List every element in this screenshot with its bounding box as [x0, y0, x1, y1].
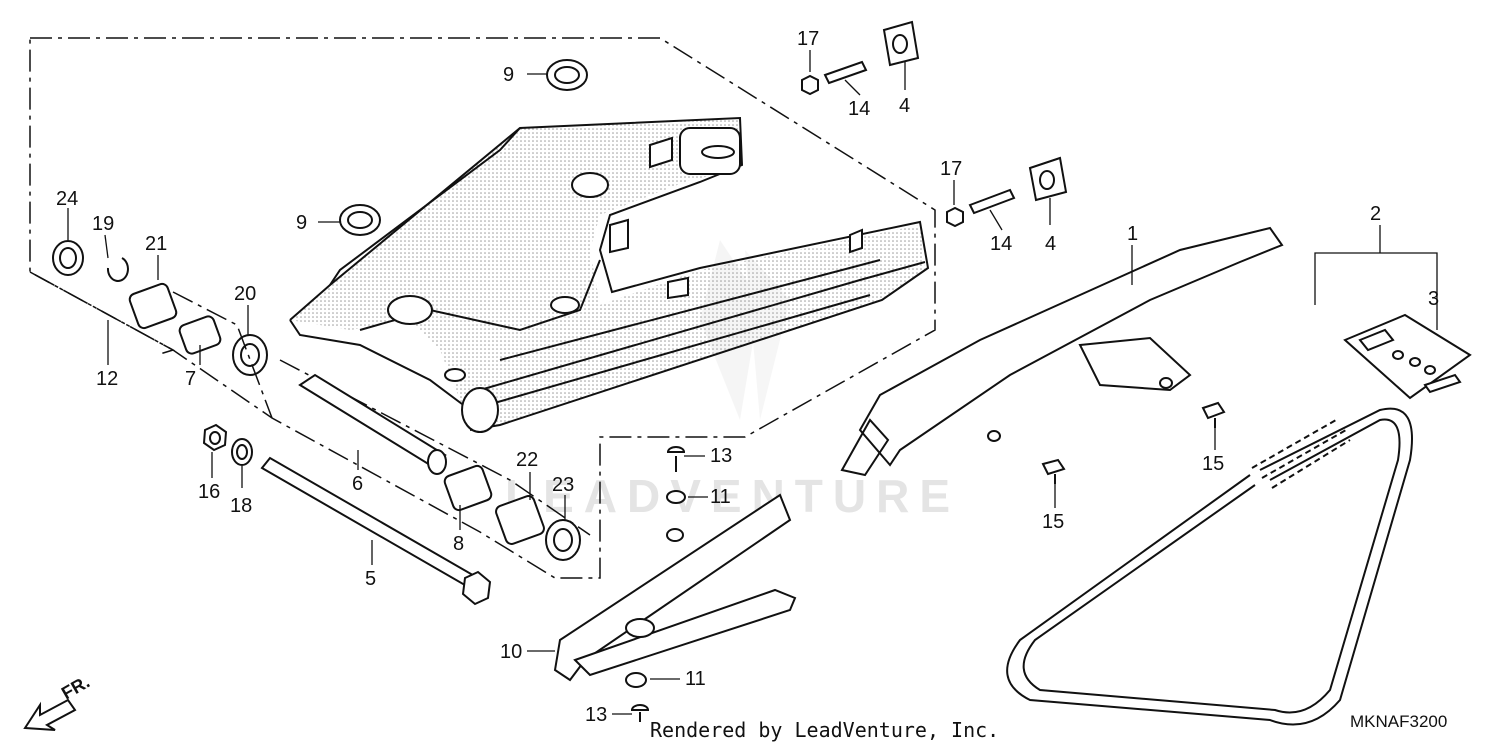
callout-14a: 14 — [848, 98, 870, 120]
callout-22: 22 — [516, 449, 538, 471]
front-direction-arrow: FR. — [23, 672, 93, 731]
callout-5: 5 — [365, 568, 376, 590]
callout-11a: 11 — [710, 486, 731, 508]
callout-9b: 9 — [296, 212, 307, 234]
diagram-code: MKNAF3200 — [1350, 712, 1448, 731]
callout-13b: 13 — [585, 704, 607, 726]
callout-8: 8 — [453, 533, 464, 555]
callout-13a: 13 — [710, 445, 732, 467]
swingarm — [289, 116, 930, 433]
callout-2: 2 — [1370, 203, 1381, 225]
footer-credit: Rendered by LeadVenture, Inc. — [650, 718, 1000, 742]
callout-16: 16 — [198, 481, 220, 503]
left-bearing-parts — [29, 240, 273, 419]
callout-24: 24 — [56, 188, 78, 210]
fr-label: FR. — [58, 672, 93, 704]
master-link-kit — [1343, 313, 1472, 400]
callout-9a: 9 — [503, 64, 514, 86]
pivot-collar — [298, 373, 447, 475]
right-bearing-parts — [443, 464, 581, 561]
callout-17a: 17 — [797, 28, 819, 50]
callout-20: 20 — [234, 283, 256, 305]
callout-18: 18 — [230, 495, 252, 517]
grommet-mid — [339, 204, 381, 236]
callout-11b: 11 — [685, 668, 706, 690]
callout-12: 12 — [96, 368, 118, 390]
chain-adjusters — [801, 20, 1068, 228]
small-fasteners — [625, 446, 686, 722]
callout-17b: 17 — [940, 158, 962, 180]
callout-14b: 14 — [990, 233, 1012, 255]
callout-15a: 15 — [1202, 453, 1224, 475]
drive-chain — [1006, 407, 1413, 726]
grommet-top — [546, 59, 588, 91]
chain-slider — [553, 493, 797, 682]
callout-15b: 15 — [1042, 511, 1064, 533]
watermark-text: LEADVENTURE — [505, 470, 960, 522]
pivot-bolt — [260, 456, 492, 606]
callout-23: 23 — [552, 474, 574, 496]
leader-lines — [67, 50, 1438, 715]
callout-19: 19 — [92, 213, 114, 235]
callout-3: 3 — [1428, 288, 1439, 310]
pivot-nut — [202, 423, 253, 466]
chain-case — [840, 226, 1284, 477]
callout-4a: 4 — [899, 95, 910, 117]
callout-6: 6 — [352, 473, 363, 495]
callout-1: 1 — [1127, 223, 1138, 245]
callout-7: 7 — [185, 368, 196, 390]
callout-10: 10 — [500, 641, 522, 663]
case-bolts — [1041, 401, 1226, 484]
callout-4b: 4 — [1045, 233, 1056, 255]
callout-labels: 1 2 3 4 4 5 6 7 8 9 9 10 11 11 12 13 13 … — [56, 28, 1439, 726]
callout-21: 21 — [145, 233, 167, 255]
